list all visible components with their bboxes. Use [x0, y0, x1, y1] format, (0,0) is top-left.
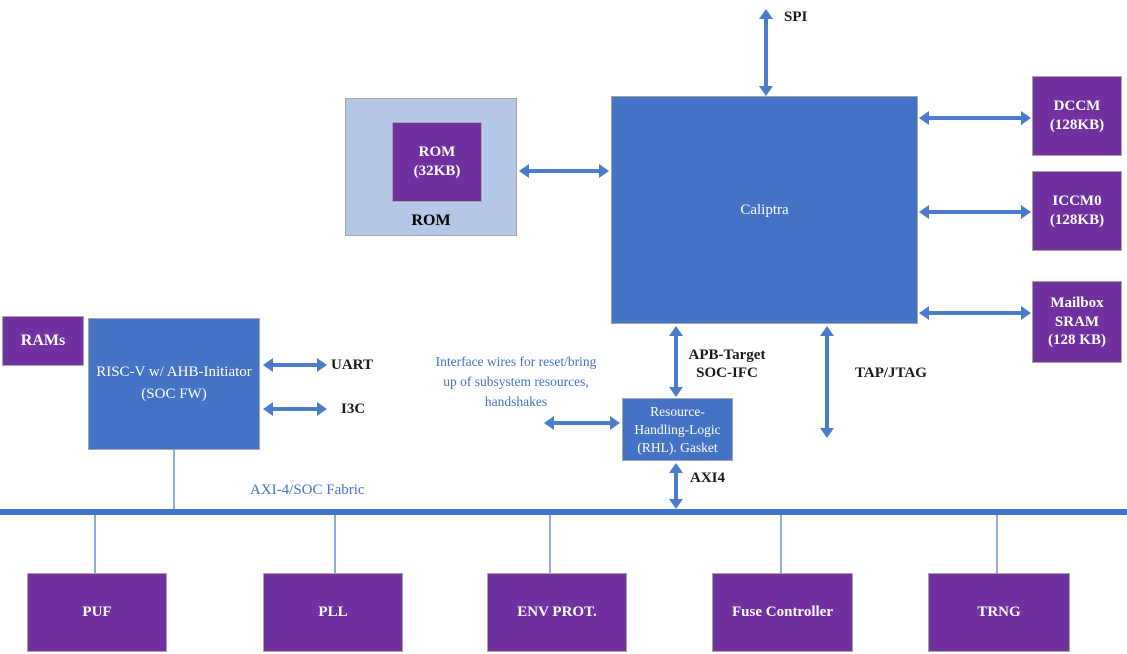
dccm-arrow [919, 111, 1031, 125]
caliptra-block: Caliptra [611, 96, 918, 324]
note-rhl-arrow [544, 416, 620, 430]
mailbox-sram-arrow [919, 306, 1031, 320]
spi-label: SPI [784, 9, 808, 25]
pll-connector [334, 515, 336, 573]
tap-jtag-arrow [820, 326, 834, 438]
pll-block: PLL [263, 573, 403, 652]
dccm-block: DCCM (128KB) [1032, 76, 1122, 156]
rhl-gasket-block: Resource- Handling-Logic (RHL). Gasket [622, 398, 733, 461]
i3c-arrow [263, 402, 327, 416]
i3c-label: I3C [341, 401, 366, 417]
fabric-label: AXI-4/SOC Fabric [250, 482, 365, 498]
riscv-block: RISC-V w/ AHB-Initiator (SOC FW) [88, 318, 260, 450]
trng-block: TRNG [928, 573, 1070, 652]
tap-jtag-label: TAP/JTAG [855, 365, 927, 381]
apb-soc-ifc-label: APB-Target SOC-IFC [688, 347, 766, 382]
uart-arrow [263, 358, 327, 372]
rams-block: RAMs [2, 316, 84, 366]
rom-group-label: ROM [411, 212, 451, 229]
puf-block: PUF [27, 573, 167, 652]
uart-label: UART [331, 357, 373, 373]
axi4-arrow [669, 463, 683, 509]
rom-group-block: ROM [345, 98, 517, 236]
axi4-soc-fabric-bus [0, 509, 1127, 515]
env-prot-block: ENV PROT. [487, 573, 627, 652]
rom-caliptra-arrow [519, 164, 609, 178]
apb-soc-ifc-arrow [669, 326, 683, 397]
spi-arrow [759, 9, 773, 96]
trng-connector [996, 515, 998, 573]
iccm0-arrow [919, 205, 1031, 219]
mailbox-sram-block: Mailbox SRAM (128 KB) [1032, 281, 1122, 363]
riscv-fabric-connector [173, 450, 175, 509]
iccm0-block: ICCM0 (128KB) [1032, 171, 1122, 251]
env-prot-connector [549, 515, 551, 573]
fuse-controller-connector [780, 515, 782, 573]
fuse-controller-block: Fuse Controller [712, 573, 853, 652]
interface-wires-note: Interface wires for reset/bring up of su… [435, 354, 597, 409]
axi4-label: AXI4 [690, 470, 726, 486]
rom-block: ROM (32KB) [392, 122, 482, 202]
puf-connector [94, 515, 96, 573]
